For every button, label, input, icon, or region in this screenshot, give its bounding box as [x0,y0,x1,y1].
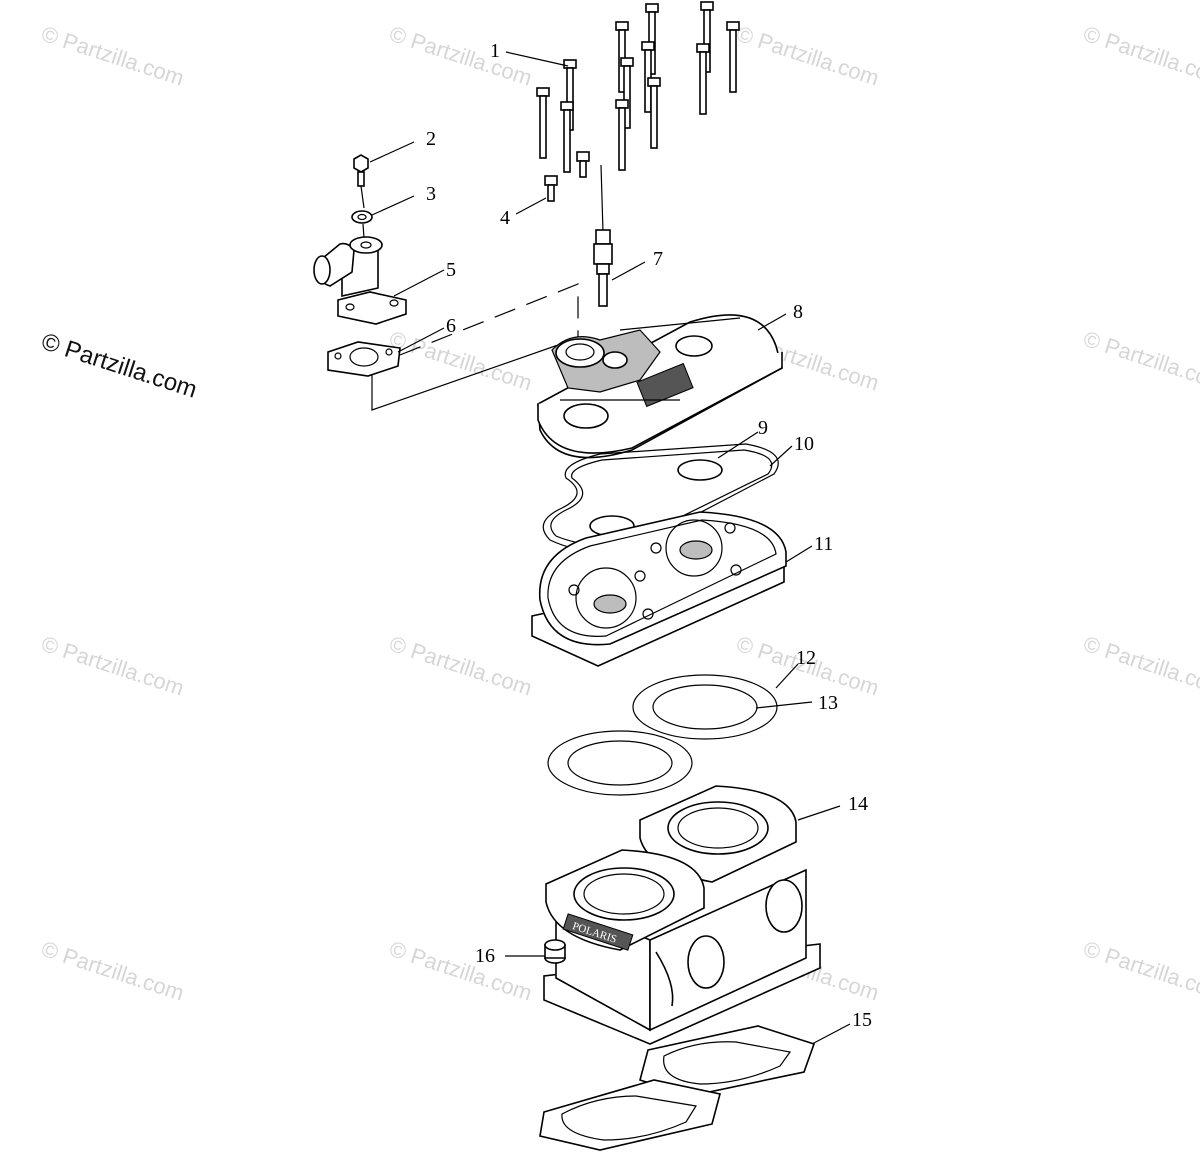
watermark: © Partzilla.com [1080,631,1200,701]
drain-nut [544,939,566,964]
cylinder-base-rings [547,674,778,796]
callout-label: 11 [814,533,833,555]
callout-label: 8 [793,301,803,323]
callout-label: 3 [426,183,436,205]
watermark: © Partzilla.com [1080,326,1200,396]
callout-label: 13 [818,692,838,714]
watermark: © Partzilla.com [38,631,187,701]
watermark: © Partzilla.com [386,631,535,701]
watermark: © Partzilla.com [38,21,187,91]
head-cover [537,314,783,459]
washer [351,210,373,239]
short-bolts [544,151,590,202]
callout-label: 10 [794,433,814,455]
callout-label: 1 [490,40,500,62]
thermostat-housing [313,236,407,325]
watermark-main: © Partzilla.com [38,328,200,404]
base-gaskets [539,1025,816,1151]
watermark: © Partzilla.com [386,21,535,91]
temperature-sensor [593,164,613,307]
callout-label: 12 [796,647,816,669]
callout-label: 7 [653,248,663,270]
callout-label: 9 [758,417,768,439]
callout-label: 6 [446,315,456,337]
watermark: © Partzilla.com [386,936,535,1006]
cylinder-head [531,511,787,667]
callout-labels: 1 2 3 4 5 6 7 8 9 10 11 12 13 14 16 15 [426,40,872,1031]
head-bolts [536,1,740,173]
watermark: © Partzilla.com [38,936,187,1006]
leader-lines [369,51,851,1045]
callout-label: 5 [446,259,456,281]
thermostat-gasket [327,341,401,377]
callout-label: 4 [500,207,510,229]
watermark: © Partzilla.com [733,21,882,91]
hose-connection-line [371,283,579,411]
callout-label: 14 [848,793,868,815]
watermark: © Partzilla.com [1080,936,1200,1006]
watermark: © Partzilla.com [1080,21,1200,91]
thermostat-bolt [353,154,369,209]
callout-label: 2 [426,128,436,150]
callout-label: 15 [852,1009,872,1031]
callout-label: 16 [475,945,495,967]
cylinder-block: POLARIS [543,785,821,1045]
